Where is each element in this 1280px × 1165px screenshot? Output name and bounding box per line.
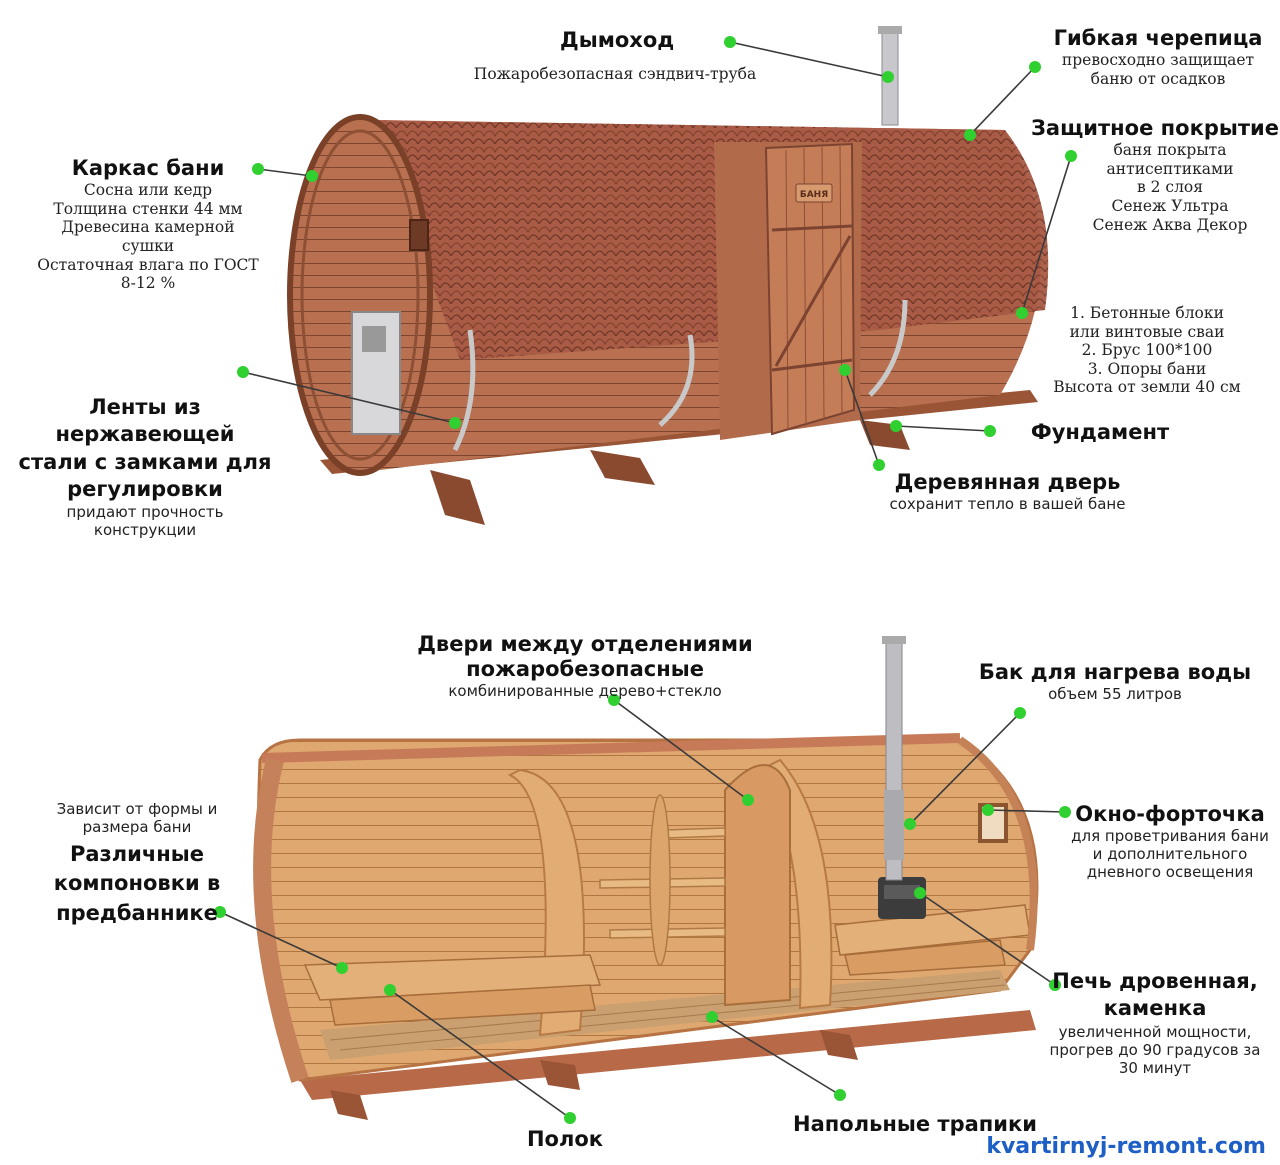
door-sign: БАНЯ — [800, 190, 828, 200]
dot-foundation — [984, 425, 996, 437]
coating-title: Защитное покрытие — [1030, 116, 1280, 140]
dot-coating — [1065, 150, 1077, 162]
door-title: Деревянная дверь — [894, 470, 1121, 494]
callout-tank: Бак для нагрева воды объем 55 литров — [975, 660, 1255, 703]
callout-stove: Печь дровенная, каменка увеличенной мощн… — [1030, 968, 1280, 1077]
floor-title: Напольные трапики — [793, 1112, 1037, 1136]
dot-inner-doors — [608, 694, 620, 706]
roof-title: Гибкая черепица — [1053, 26, 1263, 50]
callout-inner-doors: Двери между отделениями пожаробезопасные… — [300, 632, 870, 700]
dot-stove — [1049, 979, 1061, 991]
callout-bands: Ленты из нержавеющей стали с замками для… — [0, 394, 290, 539]
top-sauna: БАНЯ — [287, 26, 1049, 525]
callout-window: Окно-форточка для проветривания бани и д… — [1060, 802, 1280, 881]
dot-roof — [1029, 61, 1041, 73]
window-desc: для проветривания бани и дополнительного… — [1071, 827, 1269, 882]
dot-layouts — [214, 906, 226, 918]
callout-chimney: Дымоход Пожаробезопасная сэндвич-труба — [450, 28, 780, 84]
foundation-notes: 1. Бетонные блоки или винтовые сваи 2. Б… — [1053, 304, 1241, 397]
door-desc: сохранит тепло в вашей бане — [889, 495, 1126, 514]
dot-window — [1059, 806, 1071, 818]
dot-shelf — [564, 1112, 576, 1124]
frame-desc: Сосна или кедр Толщина стенки 44 мм Древ… — [37, 181, 259, 293]
dot-bands — [237, 366, 249, 378]
callout-foundation: Фундамент — [1030, 420, 1170, 445]
layouts-pre: Зависит от формы и размера бани — [56, 800, 218, 836]
bands-desc: придают прочность конструкции — [66, 503, 224, 540]
watermark[interactable]: kvartirnyj-remont.com — [986, 1134, 1266, 1159]
callout-coating: Защитное покрытие баня покрыта антисепти… — [1030, 116, 1280, 234]
callout-layouts: Зависит от формы и размера бани Различны… — [30, 800, 244, 928]
bottom-sauna — [253, 636, 1039, 1120]
coating-desc: баня покрыта антисептиками в 2 слоя Сене… — [1092, 141, 1248, 234]
callout-door: Деревянная дверь сохранит тепло в вашей … — [870, 470, 1145, 513]
callout-shelf: Полок — [510, 1127, 620, 1152]
layouts-title: Различные компоновки в предбаннике — [53, 842, 221, 925]
inner-doors-title: Двери между отделениями пожаробезопасные — [417, 632, 753, 682]
chimney-desc: Пожаробезопасная сэндвич-труба — [473, 65, 757, 84]
dot-chimney — [724, 36, 736, 48]
dot-tank — [1014, 707, 1026, 719]
stove-title: Печь дровенная, каменка — [1052, 969, 1258, 1021]
callout-floor: Напольные трапики — [780, 1112, 1050, 1137]
frame-title: Каркас бани — [71, 156, 225, 180]
foundation-title: Фундамент — [1030, 420, 1170, 444]
tank-title: Бак для нагрева воды — [978, 660, 1252, 684]
callout-foundation-notes: 1. Бетонные блоки или винтовые сваи 2. Б… — [1036, 304, 1258, 397]
callout-leaders — [219, 41, 1072, 1119]
stove-desc: увеличенной мощности, прогрев до 90 град… — [1049, 1022, 1261, 1077]
chimney-title: Дымоход — [560, 28, 675, 52]
dot-frame — [252, 163, 264, 175]
tank-desc: объем 55 литров — [1048, 685, 1182, 704]
bands-title: Ленты из нержавеющей стали с замками для… — [18, 395, 272, 501]
inner-doors-desc: комбинированные дерево+стекло — [448, 682, 722, 701]
shelf-title: Полок — [526, 1127, 604, 1151]
roof-desc: превосходно защищает баню от осадков — [1061, 51, 1255, 88]
callout-frame: Каркас бани Сосна или кедр Толщина стенк… — [20, 156, 276, 293]
dot-door — [873, 459, 885, 471]
dot-floor — [834, 1089, 846, 1101]
window-title: Окно-форточка — [1075, 802, 1265, 826]
callout-roof: Гибкая черепица превосходно защищает бан… — [1040, 26, 1276, 88]
callout-dots — [214, 36, 1077, 1124]
